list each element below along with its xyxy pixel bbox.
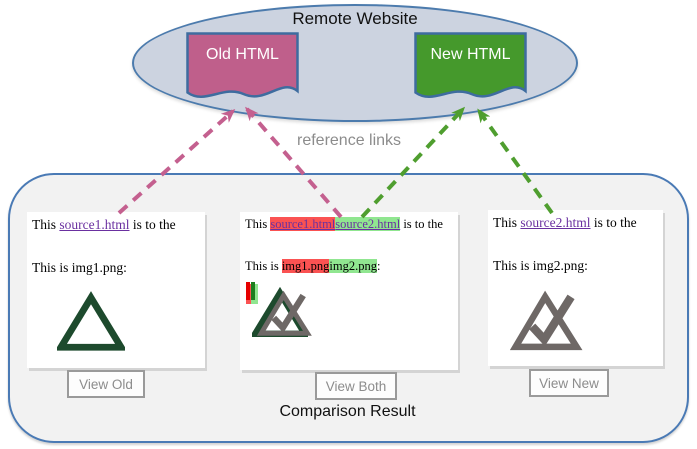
source2-added-link[interactable]: source2.html <box>335 217 401 231</box>
new-html-label: New HTML <box>430 46 511 63</box>
img1-removed-image <box>246 282 308 337</box>
both-line1-suffix: is to the <box>400 217 443 231</box>
both-line2-prefix: This is <box>245 259 282 273</box>
old-html-label: Old HTML <box>206 46 279 63</box>
old-html-document: Old HTML <box>186 32 299 106</box>
both-line2: This is img1.pngimg2.png: <box>240 232 458 274</box>
new-line2: This is img2.png: <box>493 258 588 273</box>
img1-image <box>54 291 205 357</box>
image-diff-row <box>246 282 458 337</box>
old-line1: This source1.html is to the <box>27 212 205 233</box>
document-shape-icon <box>186 32 299 98</box>
both-line1-prefix: This <box>245 217 271 231</box>
panel-old-preview: This source1.html is to the This is img1… <box>27 212 205 368</box>
view-both-button[interactable]: View Both <box>315 372 397 400</box>
reference-links-label: reference links <box>297 132 402 149</box>
triangle-icon <box>54 291 128 351</box>
view-new-button[interactable]: View New <box>529 369 609 397</box>
both-line1: This source1.htmlsource2.html is to the <box>240 212 458 232</box>
check-triangle-icon <box>257 290 312 336</box>
check-triangle-icon <box>509 290 583 351</box>
img2-added-highlight <box>251 282 312 336</box>
view-old-button[interactable]: View Old <box>67 370 145 398</box>
old-line2: This is img1.png: <box>32 260 127 275</box>
source1-link[interactable]: source1.html <box>59 217 130 232</box>
new-line1-suffix: is to the <box>590 215 637 230</box>
img2-image <box>509 287 663 357</box>
old-line1-suffix: is to the <box>129 217 176 232</box>
source2-link[interactable]: source2.html <box>520 215 591 230</box>
document-shape-icon <box>414 32 527 98</box>
img2-added-text: img2.png <box>329 259 377 273</box>
img1-removed-text: img1.png <box>281 259 330 273</box>
remote-website-label: Remote Website <box>292 9 418 28</box>
old-line1-prefix: This <box>32 217 60 232</box>
new-html-document: New HTML <box>414 32 527 106</box>
new-line1-prefix: This <box>493 215 521 230</box>
both-line2-suffix: : <box>376 259 381 273</box>
new-line1: This source2.html is to the <box>488 210 663 231</box>
panel-both-preview: This source1.htmlsource2.html is to the … <box>240 212 458 370</box>
img2-added-image <box>251 282 312 336</box>
source1-removed-link[interactable]: source1.html <box>270 217 336 231</box>
panel-new-preview: This source2.html is to the This is img2… <box>488 210 663 366</box>
comparison-result-label: Comparison Result <box>279 403 416 420</box>
